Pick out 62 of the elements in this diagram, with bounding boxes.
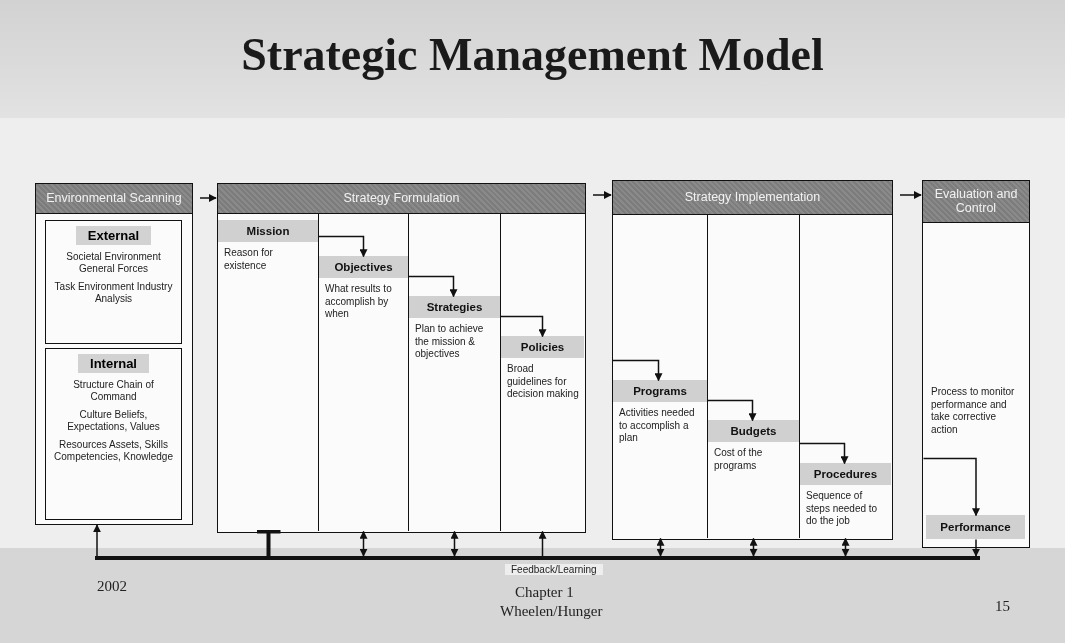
step-heading: Strategies xyxy=(409,296,500,318)
step-description: Cost of the programs xyxy=(714,447,764,472)
arrow xyxy=(922,457,980,517)
factor-text: Structure Chain of Command xyxy=(72,379,155,403)
factor-box xyxy=(45,220,182,344)
step-description: What results to accomplish by when xyxy=(325,283,393,321)
arrow xyxy=(656,537,665,557)
slide-title: Strategic Management Model xyxy=(240,28,825,81)
stage-header: Evaluation and Control xyxy=(923,181,1029,223)
stage-header: Environmental Scanning xyxy=(36,184,192,214)
arrow xyxy=(407,275,458,298)
arrow xyxy=(899,191,922,199)
step-description: Process to monitor performance and take corrective action xyxy=(931,386,1021,452)
stage-panel xyxy=(922,180,1030,548)
step-heading: Budgets xyxy=(708,420,799,442)
step-description: Sequence of steps needed to do the job xyxy=(806,490,879,528)
step-description: Activities needed to accomplish a plan xyxy=(619,407,696,445)
arrow xyxy=(749,537,758,557)
stage-column xyxy=(799,215,891,538)
stage-column xyxy=(408,214,500,531)
box-heading: Internal xyxy=(78,354,149,373)
arrow xyxy=(538,530,547,557)
step-description: Broad guidelines for decision making xyxy=(507,363,580,401)
step-description: Reason for existence xyxy=(224,247,274,272)
factor-text: Task Environment Industry Analysis xyxy=(53,281,174,305)
arrow xyxy=(317,235,368,258)
arrow xyxy=(611,359,663,382)
stage-column xyxy=(318,214,408,531)
footer-text: 2002 xyxy=(97,578,127,595)
stage-panel xyxy=(612,180,893,540)
step-heading: Procedures xyxy=(800,463,891,485)
step-description: Plan to achieve the mission & objectives xyxy=(415,323,485,361)
feedback-label: Feedback/Learning xyxy=(505,564,603,575)
stage-panel xyxy=(35,183,193,525)
arrow xyxy=(199,194,217,202)
arrow xyxy=(706,399,757,422)
arrow xyxy=(450,530,459,557)
arrow xyxy=(592,191,612,199)
stage-panel xyxy=(217,183,586,533)
arrow xyxy=(798,442,849,465)
box-heading: External xyxy=(75,226,152,245)
factor-box xyxy=(45,348,182,520)
footer-text: Chapter 1 xyxy=(515,584,574,601)
arrow xyxy=(359,530,368,557)
stage-header: Strategy Formulation xyxy=(218,184,585,214)
factor-text: Resources Assets, Skills Competencies, Knowledge xyxy=(53,439,174,463)
arrow xyxy=(93,524,101,557)
stage-column xyxy=(500,214,584,531)
step-heading: Performance xyxy=(926,515,1025,539)
step-heading: Programs xyxy=(613,380,707,402)
step-heading: Mission xyxy=(218,220,318,242)
arrow xyxy=(972,538,980,557)
step-heading: Policies xyxy=(501,336,584,358)
footer-text: 15 xyxy=(995,598,1010,615)
factor-text: Culture Beliefs, Expectations, Values xyxy=(66,409,161,433)
footer-text: Wheelen/Hunger xyxy=(500,603,603,620)
factor-text: Societal Environment General Forces xyxy=(65,251,162,275)
arrow xyxy=(841,537,850,557)
stage-header: Strategy Implementation xyxy=(613,181,892,215)
arrow xyxy=(499,315,547,338)
step-heading: Objectives xyxy=(319,256,408,278)
stage-column xyxy=(707,215,799,538)
